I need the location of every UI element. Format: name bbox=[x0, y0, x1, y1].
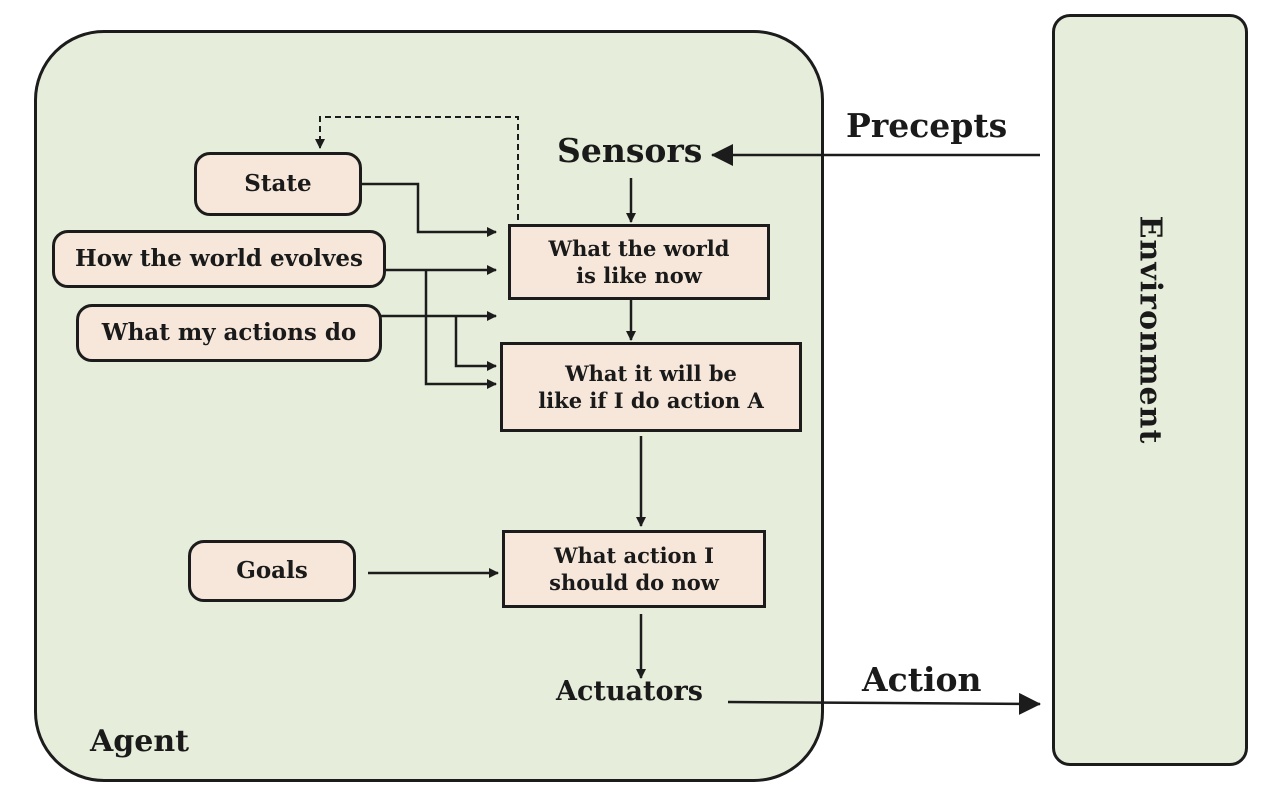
prediction-line1: What it will be bbox=[565, 360, 737, 386]
agent-label: Agent bbox=[90, 724, 190, 759]
action-label: Action bbox=[862, 660, 982, 699]
state-box: State bbox=[194, 152, 362, 216]
environment-panel bbox=[1052, 14, 1248, 766]
world-evolves-label: How the world evolves bbox=[75, 245, 363, 273]
sensors-label: Sensors bbox=[557, 131, 703, 170]
world-evolves-box: How the world evolves bbox=[52, 230, 386, 288]
state-label: State bbox=[244, 170, 312, 198]
environment-label: Environment bbox=[1132, 215, 1168, 445]
percepts-label: Precepts bbox=[846, 106, 1008, 145]
goals-box: Goals bbox=[188, 540, 356, 602]
my-actions-box: What my actions do bbox=[76, 304, 382, 362]
my-actions-label: What my actions do bbox=[101, 319, 357, 347]
decision-line2: should do now bbox=[549, 570, 719, 595]
prediction-line2: like if I do action A bbox=[538, 388, 764, 413]
decision-line1: What action I bbox=[554, 542, 714, 568]
world-now-box: What the world is like now bbox=[508, 224, 770, 300]
world-now-line2: is like now bbox=[576, 263, 702, 288]
prediction-box: What it will be like if I do action A bbox=[500, 342, 802, 432]
goals-label: Goals bbox=[236, 557, 308, 585]
world-now-line1: What the world bbox=[548, 235, 730, 261]
decision-box: What action I should do now bbox=[502, 530, 766, 608]
actuators-label: Actuators bbox=[556, 676, 703, 707]
